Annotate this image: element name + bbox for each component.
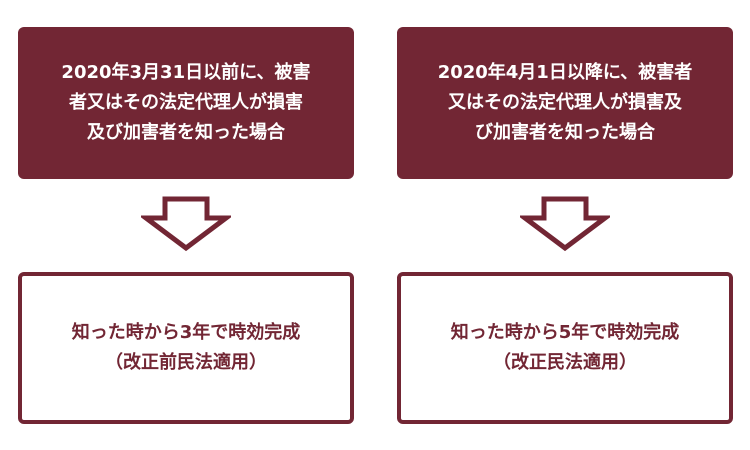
- left-result-main: 知った時から3年で時効完成: [71, 322, 301, 343]
- right-flow: 2020年4月1日以降に、被害者 又はその法定代理人が損害及 び加害者を知った場…: [397, 0, 733, 450]
- right-down-arrow-icon: [520, 196, 610, 252]
- right-condition-box: 2020年4月1日以降に、被害者 又はその法定代理人が損害及 び加害者を知った場…: [397, 27, 733, 179]
- right-result-note: （改正民法適用）: [493, 352, 637, 373]
- left-flow: 2020年3月31日以前に、被害 者又はその法定代理人が損害 及び加害者を知った…: [18, 0, 354, 450]
- left-down-arrow-icon: [141, 196, 231, 252]
- right-result-box: 知った時から5年で時効完成 （改正民法適用）: [397, 272, 733, 424]
- right-condition-text: 2020年4月1日以降に、被害者 又はその法定代理人が損害及 び加害者を知った場…: [437, 62, 693, 143]
- left-condition-box: 2020年3月31日以前に、被害 者又はその法定代理人が損害 及び加害者を知った…: [18, 27, 354, 179]
- left-condition-text: 2020年3月31日以前に、被害 者又はその法定代理人が損害 及び加害者を知った…: [61, 62, 311, 143]
- right-result-main: 知った時から5年で時効完成: [450, 322, 680, 343]
- left-result-note: （改正前民法適用）: [105, 352, 267, 373]
- left-result-box: 知った時から3年で時効完成 （改正前民法適用）: [18, 272, 354, 424]
